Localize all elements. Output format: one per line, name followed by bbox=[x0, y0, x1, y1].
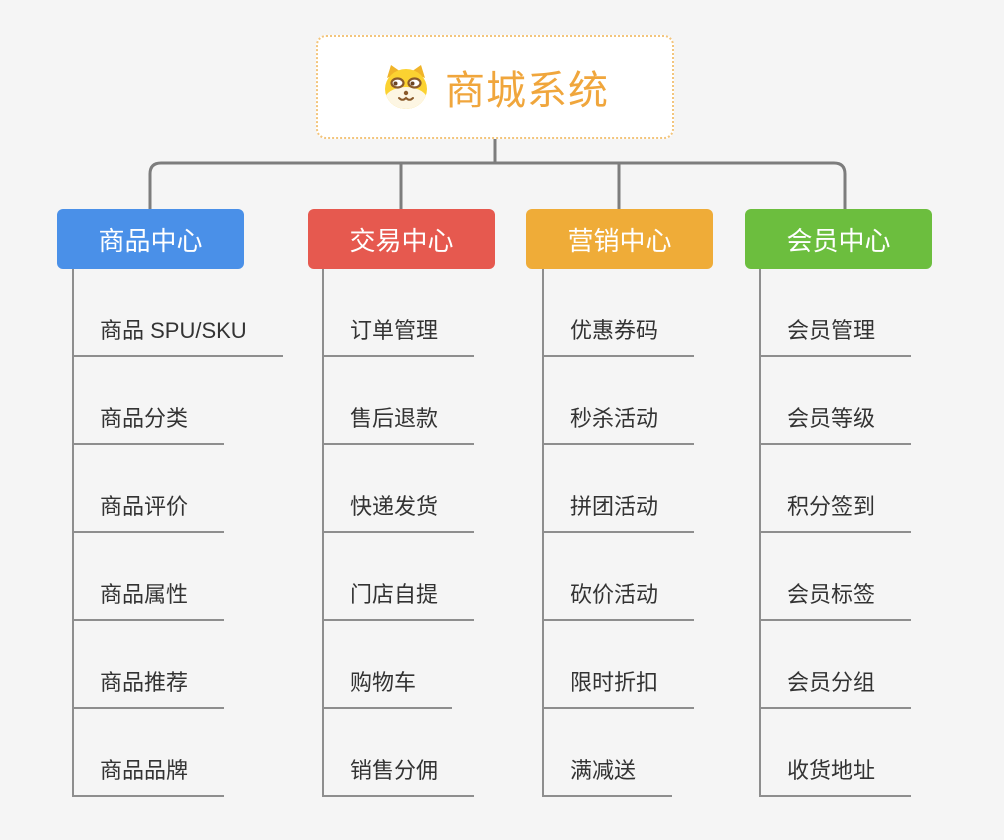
branch-header-member-center[interactable]: 会员中心 bbox=[745, 209, 932, 269]
leaf-node[interactable]: 会员分组 bbox=[761, 621, 912, 709]
leaf-node[interactable]: 砍价活动 bbox=[544, 533, 695, 621]
leaf-node[interactable]: 会员管理 bbox=[761, 269, 912, 357]
leaf-node[interactable]: 订单管理 bbox=[324, 269, 475, 357]
leaf-node[interactable]: 积分签到 bbox=[761, 445, 912, 533]
leaf-node[interactable]: 商品推荐 bbox=[74, 621, 225, 709]
branch-children-trade-center: 订单管理 售后退款 快递发货 门店自提 购物车 销售分佣 bbox=[322, 269, 475, 797]
leaf-node[interactable]: 限时折扣 bbox=[544, 621, 695, 709]
leaf-node[interactable]: 会员标签 bbox=[761, 533, 912, 621]
leaf-node[interactable]: 满减送 bbox=[544, 709, 673, 797]
branch-header-marketing-center[interactable]: 营销中心 bbox=[526, 209, 713, 269]
leaf-node[interactable]: 商品评价 bbox=[74, 445, 225, 533]
root-title: 商城系统 bbox=[445, 69, 609, 113]
leaf-node[interactable]: 销售分佣 bbox=[324, 709, 475, 797]
leaf-node[interactable]: 商品属性 bbox=[74, 533, 225, 621]
leaf-node[interactable]: 商品品牌 bbox=[74, 709, 225, 797]
leaf-node[interactable]: 门店自提 bbox=[324, 533, 475, 621]
leaf-node[interactable]: 售后退款 bbox=[324, 357, 475, 445]
leaf-node[interactable]: 购物车 bbox=[324, 621, 453, 709]
leaf-node[interactable]: 优惠券码 bbox=[544, 269, 695, 357]
leaf-node[interactable]: 会员等级 bbox=[761, 357, 912, 445]
leaf-node[interactable]: 收货地址 bbox=[761, 709, 912, 797]
branch-children-marketing-center: 优惠券码 秒杀活动 拼团活动 砍价活动 限时折扣 满减送 bbox=[542, 269, 695, 797]
leaf-node[interactable]: 秒杀活动 bbox=[544, 357, 695, 445]
branch-children-member-center: 会员管理 会员等级 积分签到 会员标签 会员分组 收货地址 bbox=[759, 269, 912, 797]
leaf-node[interactable]: 快递发货 bbox=[324, 445, 475, 533]
leaf-node[interactable]: 商品 SPU/SKU bbox=[74, 269, 283, 357]
branch-children-product-center: 商品 SPU/SKU 商品分类 商品评价 商品属性 商品推荐 商品品牌 bbox=[72, 269, 283, 797]
branch-header-product-center[interactable]: 商品中心 bbox=[57, 209, 244, 269]
doge-icon bbox=[385, 65, 427, 109]
root-node[interactable]: 商城系统 bbox=[316, 35, 674, 139]
branch-header-trade-center[interactable]: 交易中心 bbox=[308, 209, 495, 269]
leaf-node[interactable]: 商品分类 bbox=[74, 357, 225, 445]
leaf-node[interactable]: 拼团活动 bbox=[544, 445, 695, 533]
